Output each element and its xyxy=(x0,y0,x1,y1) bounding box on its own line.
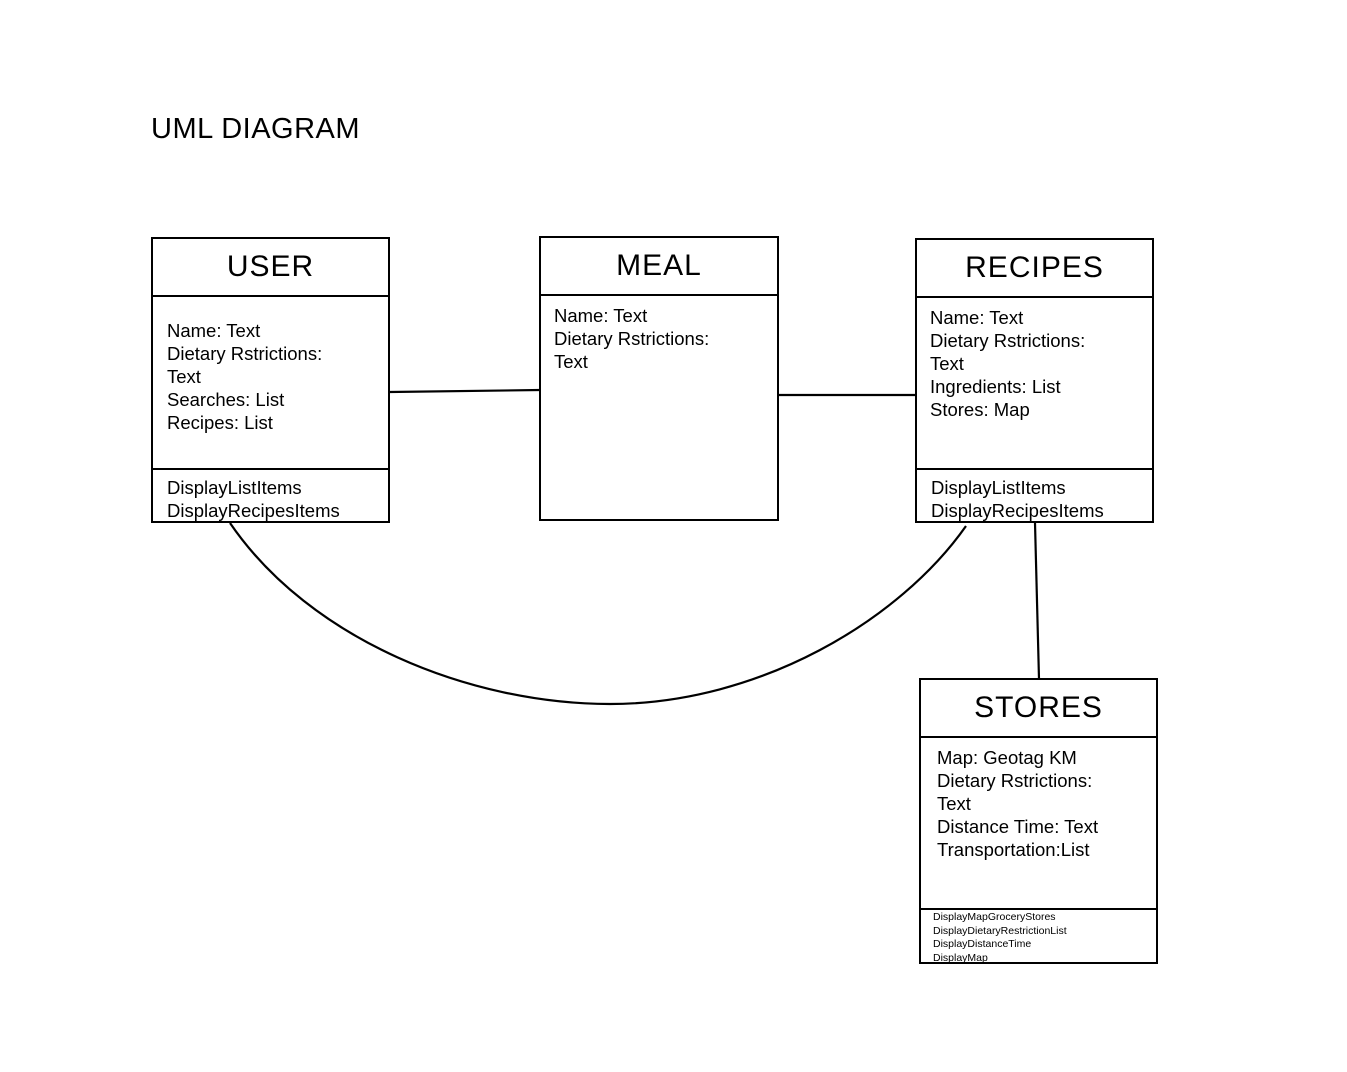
method: DisplayRecipesItems xyxy=(167,500,340,521)
class-user-methods: DisplayListItems DisplayRecipesItems xyxy=(153,468,388,522)
attribute: Name: Text xyxy=(930,307,1024,328)
class-user-attributes: Name: Text Dietary Rstrictions: Text Sea… xyxy=(153,297,388,468)
attribute: Dietary Rstrictions: xyxy=(167,343,323,364)
method: DisplayMap xyxy=(933,951,988,964)
class-stores-methods: DisplayMapGroceryStores DisplayDietaryRe… xyxy=(921,908,1156,965)
attribute: Name: Text xyxy=(554,305,648,326)
attribute: Map: Geotag KM xyxy=(937,747,1077,768)
class-recipes-attributes: Name: Text Dietary Rstrictions: Text Ing… xyxy=(917,298,1152,468)
method: DisplayListItems xyxy=(931,477,1066,498)
attribute: Text xyxy=(167,366,201,387)
class-user: USER Name: Text Dietary Rstrictions: Tex… xyxy=(151,237,390,523)
method: DisplayMapGroceryStores xyxy=(933,911,1056,923)
attribute: Ingredients: List xyxy=(930,376,1061,397)
class-recipes: RECIPES Name: Text Dietary Rstrictions: … xyxy=(915,238,1154,523)
class-user-name: USER xyxy=(153,239,388,297)
attribute: Transportation:List xyxy=(937,839,1090,860)
diagram-title: UML DIAGRAM xyxy=(151,113,361,145)
attribute: Text xyxy=(554,351,588,372)
class-meal-name: MEAL xyxy=(541,238,777,296)
attribute: Name: Text xyxy=(167,320,261,341)
class-meal: MEAL Name: Text Dietary Rstrictions: Tex… xyxy=(539,236,779,521)
user-recipes-arc-connector xyxy=(229,522,967,706)
attribute: Searches: List xyxy=(167,389,285,410)
attribute: Distance Time: Text xyxy=(937,816,1099,837)
method: DisplayDistanceTime xyxy=(933,938,1032,950)
user-meal-connector xyxy=(389,388,541,394)
attribute: Dietary Rstrictions: xyxy=(937,770,1093,791)
attribute: Stores: Map xyxy=(930,399,1030,420)
attribute: Text xyxy=(930,353,964,374)
method: DisplayListItems xyxy=(167,477,302,498)
attribute: Dietary Rstrictions: xyxy=(930,330,1086,351)
class-recipes-name: RECIPES xyxy=(917,240,1152,298)
class-stores: STORES Map: Geotag KM Dietary Rstriction… xyxy=(919,678,1158,964)
class-recipes-methods: DisplayListItems DisplayRecipesItems xyxy=(917,468,1152,522)
attribute: Dietary Rstrictions: xyxy=(554,328,710,349)
class-meal-attributes: Name: Text Dietary Rstrictions: Text xyxy=(541,296,777,519)
class-stores-name: STORES xyxy=(921,680,1156,738)
attribute: Recipes: List xyxy=(167,412,273,433)
method: DisplayDietaryRestrictionList xyxy=(933,924,1067,937)
recipes-stores-connector xyxy=(1033,522,1041,680)
class-stores-attributes: Map: Geotag KM Dietary Rstrictions: Text… xyxy=(921,738,1156,908)
method: DisplayRecipesItems xyxy=(931,500,1104,521)
attribute: Text xyxy=(937,793,971,814)
